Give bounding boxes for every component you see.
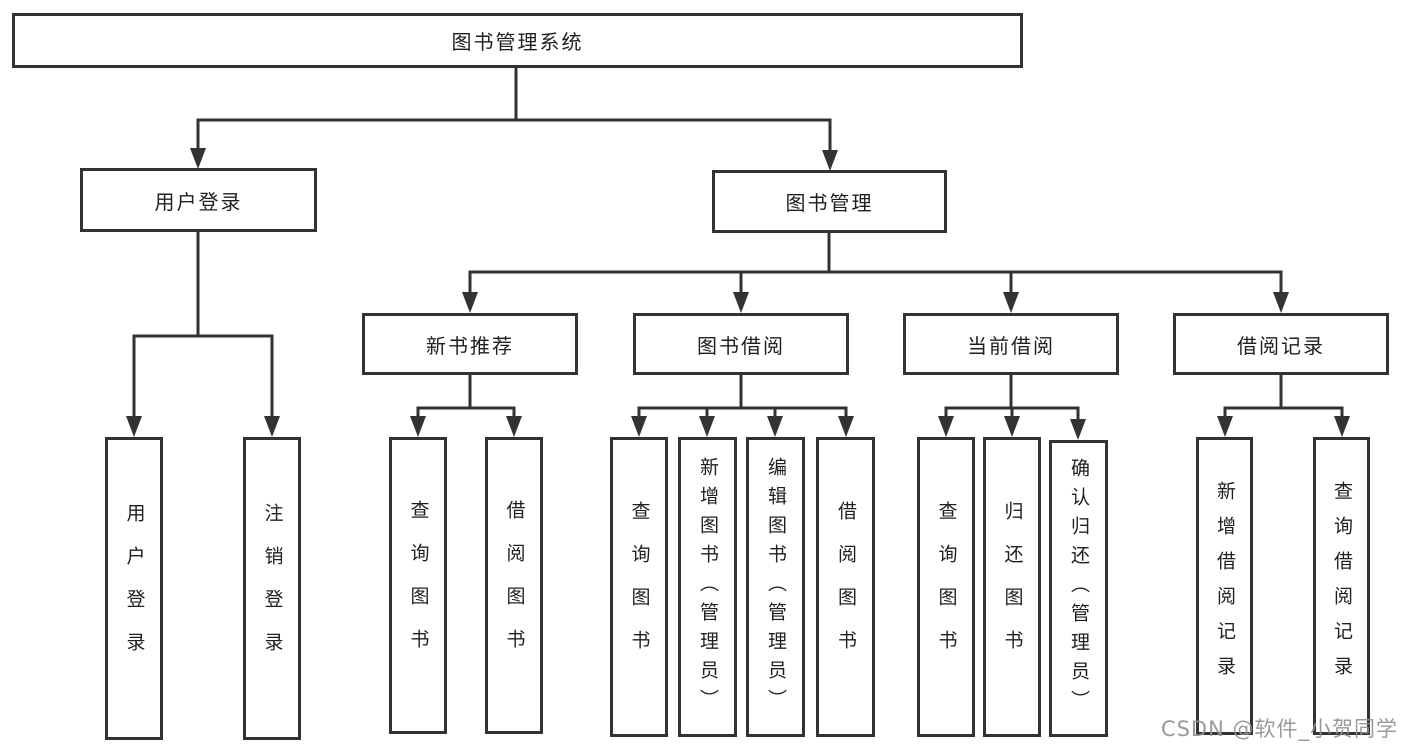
leaf-bb-query-books: 查询图书 (610, 437, 668, 737)
node-book-borrowing-label: 图书借阅 (697, 333, 785, 358)
leaf-br-add-record: 新增借阅记录 (1196, 437, 1253, 735)
node-new-book-recommend: 新书推荐 (362, 313, 578, 375)
node-current-borrowing-label: 当前借阅 (967, 333, 1055, 358)
leaf-bb-edit-books-admin: 编辑图书（管理员） (746, 437, 805, 737)
leaf-cb-return-books-label: 归还图书 (1001, 501, 1024, 673)
leaf-bb-edit-books-admin-label: 编辑图书（管理员） (765, 456, 787, 718)
node-root-label: 图书管理系统 (451, 30, 584, 54)
leaf-cb-query-books: 查询图书 (917, 437, 975, 737)
leaf-cb-confirm-return-admin-label: 确认归还（管理员） (1068, 458, 1090, 719)
leaf-br-query-record-label: 查询借阅记录 (1331, 481, 1353, 691)
node-root: 图书管理系统 (12, 13, 1023, 68)
leaf-nb-query-books-label: 查询图书 (407, 499, 430, 672)
leaf-cb-confirm-return-admin: 确认归还（管理员） (1049, 440, 1108, 737)
leaf-cb-return-books: 归还图书 (983, 437, 1041, 737)
node-book-management-label: 图书管理 (785, 191, 874, 215)
leaf-bb-borrow-books: 借阅图书 (816, 437, 875, 737)
leaf-user-login: 用户登录 (105, 437, 163, 740)
watermark: CSDN @软件_小贺同学 (1160, 717, 1398, 741)
leaf-bb-query-books-label: 查询图书 (628, 501, 651, 673)
node-new-book-recommend-label: 新书推荐 (426, 333, 514, 358)
leaf-user-login-label: 用户登录 (123, 502, 146, 675)
leaf-nb-borrow-books-label: 借阅图书 (503, 499, 526, 672)
node-user-login: 用户登录 (80, 168, 317, 232)
leaf-bb-add-books-admin-label: 新增图书（管理员） (697, 456, 719, 718)
leaf-logout-label: 注销登录 (261, 502, 284, 675)
leaf-nb-query-books: 查询图书 (389, 437, 447, 734)
leaf-logout: 注销登录 (243, 437, 301, 740)
leaf-cb-query-books-label: 查询图书 (935, 501, 958, 673)
leaf-br-add-record-label: 新增借阅记录 (1214, 481, 1236, 691)
node-book-management: 图书管理 (712, 170, 947, 233)
leaf-br-query-record: 查询借阅记录 (1313, 437, 1370, 735)
leaf-bb-add-books-admin: 新增图书（管理员） (678, 437, 737, 737)
node-current-borrowing: 当前借阅 (903, 313, 1119, 375)
leaf-nb-borrow-books: 借阅图书 (485, 437, 543, 734)
node-borrow-records: 借阅记录 (1173, 313, 1389, 375)
node-borrow-records-label: 借阅记录 (1237, 333, 1325, 358)
node-user-login-label: 用户登录 (154, 189, 243, 214)
leaf-bb-borrow-books-label: 借阅图书 (835, 501, 857, 673)
node-book-borrowing: 图书借阅 (633, 313, 849, 375)
